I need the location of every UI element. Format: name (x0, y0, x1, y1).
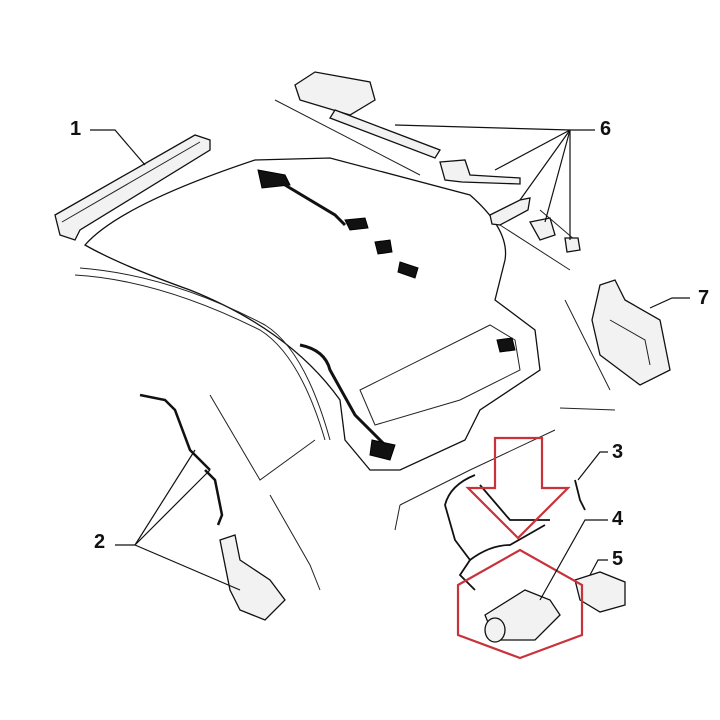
callout-3: 3 (612, 441, 623, 463)
callout-1: 1 (70, 118, 81, 140)
callout-6: 6 (600, 118, 611, 140)
callout-5: 5 (612, 548, 623, 570)
part-2-hinge (139, 393, 286, 621)
part-6-latch-assembly (294, 71, 581, 253)
highlight-hexagon (456, 548, 584, 660)
context-lines (209, 99, 616, 591)
part-4-motor (484, 589, 561, 643)
part-1-front-bow (54, 134, 211, 241)
part-5-module (574, 571, 626, 613)
callout-4: 4 (612, 508, 624, 530)
callout-2: 2 (94, 531, 105, 553)
highlight-arrow (465, 436, 571, 540)
roof-cables (257, 169, 516, 461)
callout-7: 7 (698, 287, 709, 309)
soft-top-roof (74, 157, 541, 471)
leader-lines (90, 124, 690, 601)
part-7-control-unit (591, 279, 671, 386)
